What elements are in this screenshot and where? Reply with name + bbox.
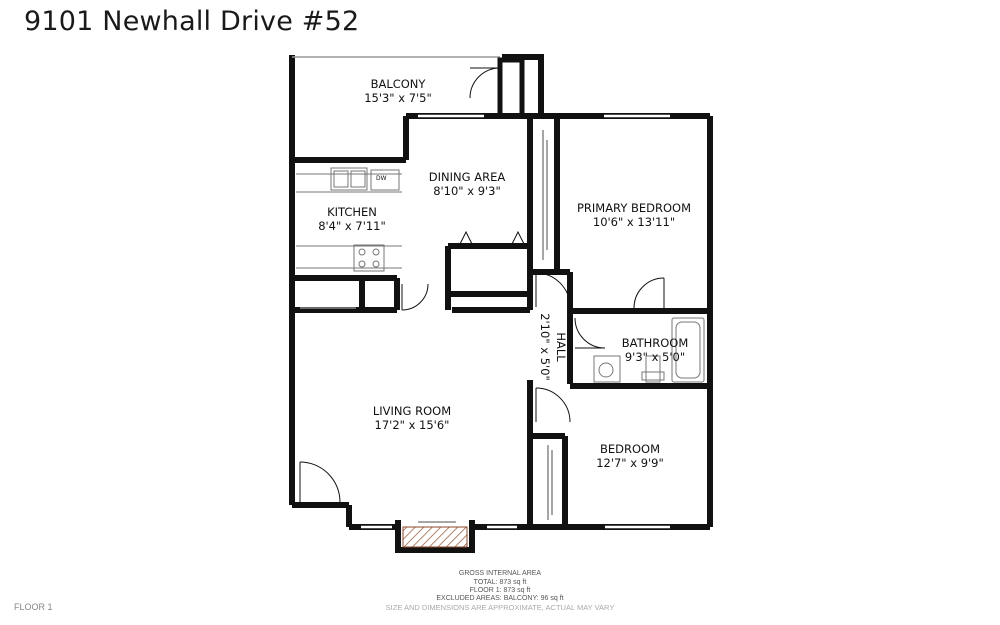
room-dims: 17'2" x 15'6" (375, 418, 450, 432)
room-name: BATHROOM (622, 336, 689, 350)
room-name: DINING AREA (429, 170, 506, 184)
room-dims: 12'7" x 9'9" (596, 456, 664, 470)
room-name: BEDROOM (600, 442, 660, 456)
room-labels: BALCONY 15'3" x 7'5" DINING AREA 8'10" x… (318, 77, 691, 470)
room-dims: 2'10" x 5'0" (538, 313, 552, 381)
area-total: TOTAL: 873 sq ft (473, 579, 527, 586)
closet-doors (300, 130, 553, 520)
area-floor1: FLOOR 1: 873 sq ft (469, 587, 531, 594)
room-name: LIVING ROOM (373, 404, 451, 418)
balcony-walls (289, 54, 544, 160)
bathroom-fixtures (593, 317, 705, 383)
interior-walls (292, 116, 710, 527)
bay-window (395, 520, 475, 553)
hall-label: HALL 2'10" x 5'0" (538, 313, 568, 381)
room-dims: 8'4" x 7'11" (318, 219, 386, 233)
dining-counter (459, 230, 525, 245)
dishwasher-label: DW (376, 175, 387, 182)
room-dims: 9'3" x 5'0" (625, 350, 685, 364)
area-excluded: EXCLUDED AREAS: BALCONY: 96 sq ft (436, 595, 564, 602)
room-dims: 8'10" x 9'3" (433, 184, 501, 198)
room-name: KITCHEN (327, 205, 377, 219)
floor-label: FLOOR 1 (14, 602, 53, 612)
door-swings (299, 272, 665, 503)
area-heading: GROSS INTERNAL AREA (458, 570, 542, 577)
room-dims: 10'6" x 13'11" (593, 215, 675, 229)
room-name: PRIMARY BEDROOM (577, 201, 691, 215)
room-name: BALCONY (371, 77, 427, 91)
windows (361, 114, 670, 529)
disclaimer: SIZE AND DIMENSIONS ARE APPROXIMATE, ACT… (385, 603, 615, 612)
kitchen-fixtures (296, 167, 402, 272)
room-name: HALL (554, 332, 568, 362)
room-dims: 15'3" x 7'5" (364, 91, 432, 105)
page-title: 9101 Newhall Drive #52 (24, 6, 360, 37)
